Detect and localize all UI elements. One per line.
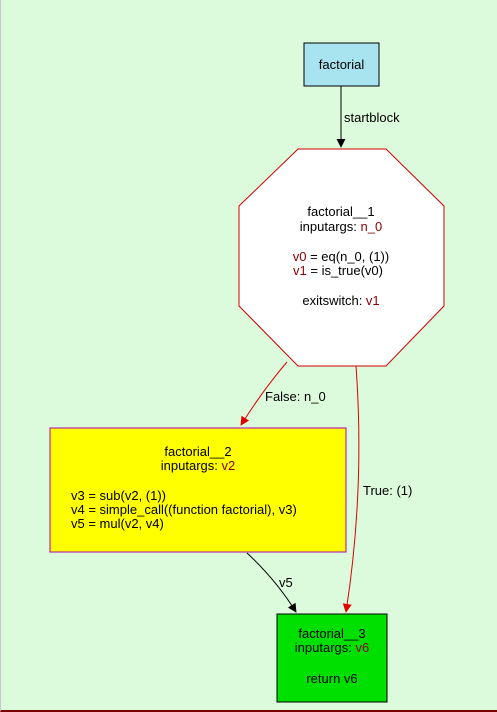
node-block1-inputargs-var: n_0 bbox=[361, 219, 383, 234]
node-block1-line1-rest: = eq(n_0, (1)) bbox=[306, 249, 389, 264]
edge-v5-line bbox=[246, 552, 297, 613]
edge-false-line bbox=[240, 361, 288, 426]
node-block3-title: factorial__3 bbox=[298, 626, 365, 641]
node-block1-line2-rest: = is_true(v0) bbox=[307, 263, 383, 278]
edge-v5: v5 bbox=[246, 552, 297, 613]
node-block2[interactable]: factorial__2 inputargs: v2 v3 = sub(v2, … bbox=[49, 427, 347, 553]
edge-true: True: (1) bbox=[342, 365, 412, 613]
edge-false-label: False: n_0 bbox=[265, 389, 326, 404]
node-block2-title: factorial__2 bbox=[164, 444, 231, 459]
node-block2-line2: v4 = simple_call((function factorial), v… bbox=[71, 502, 297, 517]
node-block3-line1: return v6 bbox=[306, 671, 357, 686]
node-start[interactable]: factorial bbox=[303, 42, 380, 87]
node-block1-inputargs: inputargs: n_0 bbox=[300, 219, 382, 234]
node-block3-inputargs: inputargs: v6 bbox=[295, 640, 369, 655]
node-block2-line3: v5 = mul(v2, v4) bbox=[71, 516, 164, 531]
node-block1-inputargs-prefix: inputargs: bbox=[300, 219, 361, 234]
node-block3-inputargs-prefix: inputargs: bbox=[295, 640, 356, 655]
node-block2-line1: v3 = sub(v2, (1)) bbox=[71, 488, 166, 503]
edge-true-line bbox=[342, 365, 360, 613]
node-block2-inputargs-var: v2 bbox=[221, 458, 235, 473]
node-block1-octagon bbox=[238, 148, 445, 367]
node-block3-box bbox=[276, 613, 388, 703]
node-block1-exitswitch: exitswitch: v1 bbox=[302, 293, 379, 308]
node-block3[interactable]: factorial__3 inputargs: v6 return v6 bbox=[276, 613, 388, 703]
node-block1-title: factorial__1 bbox=[307, 204, 374, 219]
node-block1-line1: v0 = eq(n_0, (1)) bbox=[293, 249, 389, 264]
edge-true-label: True: (1) bbox=[363, 483, 412, 498]
node-block1-exit-prefix: exitswitch: bbox=[302, 293, 366, 308]
node-start-box bbox=[303, 42, 380, 87]
node-block3-inputargs-var: v6 bbox=[355, 640, 369, 655]
node-block1-line1-var: v0 bbox=[293, 249, 307, 264]
edge-startblock: startblock bbox=[336, 86, 400, 148]
edge-false: False: n_0 bbox=[240, 361, 326, 426]
node-block1-line2: v1 = is_true(v0) bbox=[293, 263, 383, 278]
edge-startblock-label: startblock bbox=[344, 110, 400, 125]
node-block2-inputargs-prefix: inputargs: bbox=[161, 458, 222, 473]
node-block1-exit-var: v1 bbox=[366, 293, 380, 308]
node-start-label: factorial bbox=[319, 57, 365, 72]
node-block1-line2-var: v1 bbox=[293, 263, 307, 278]
node-block1[interactable]: factorial__1 inputargs: n_0 v0 = eq(n_0,… bbox=[238, 148, 445, 367]
node-block2-box bbox=[49, 427, 347, 553]
node-block2-inputargs: inputargs: v2 bbox=[161, 458, 235, 473]
edge-v5-label: v5 bbox=[279, 575, 293, 590]
